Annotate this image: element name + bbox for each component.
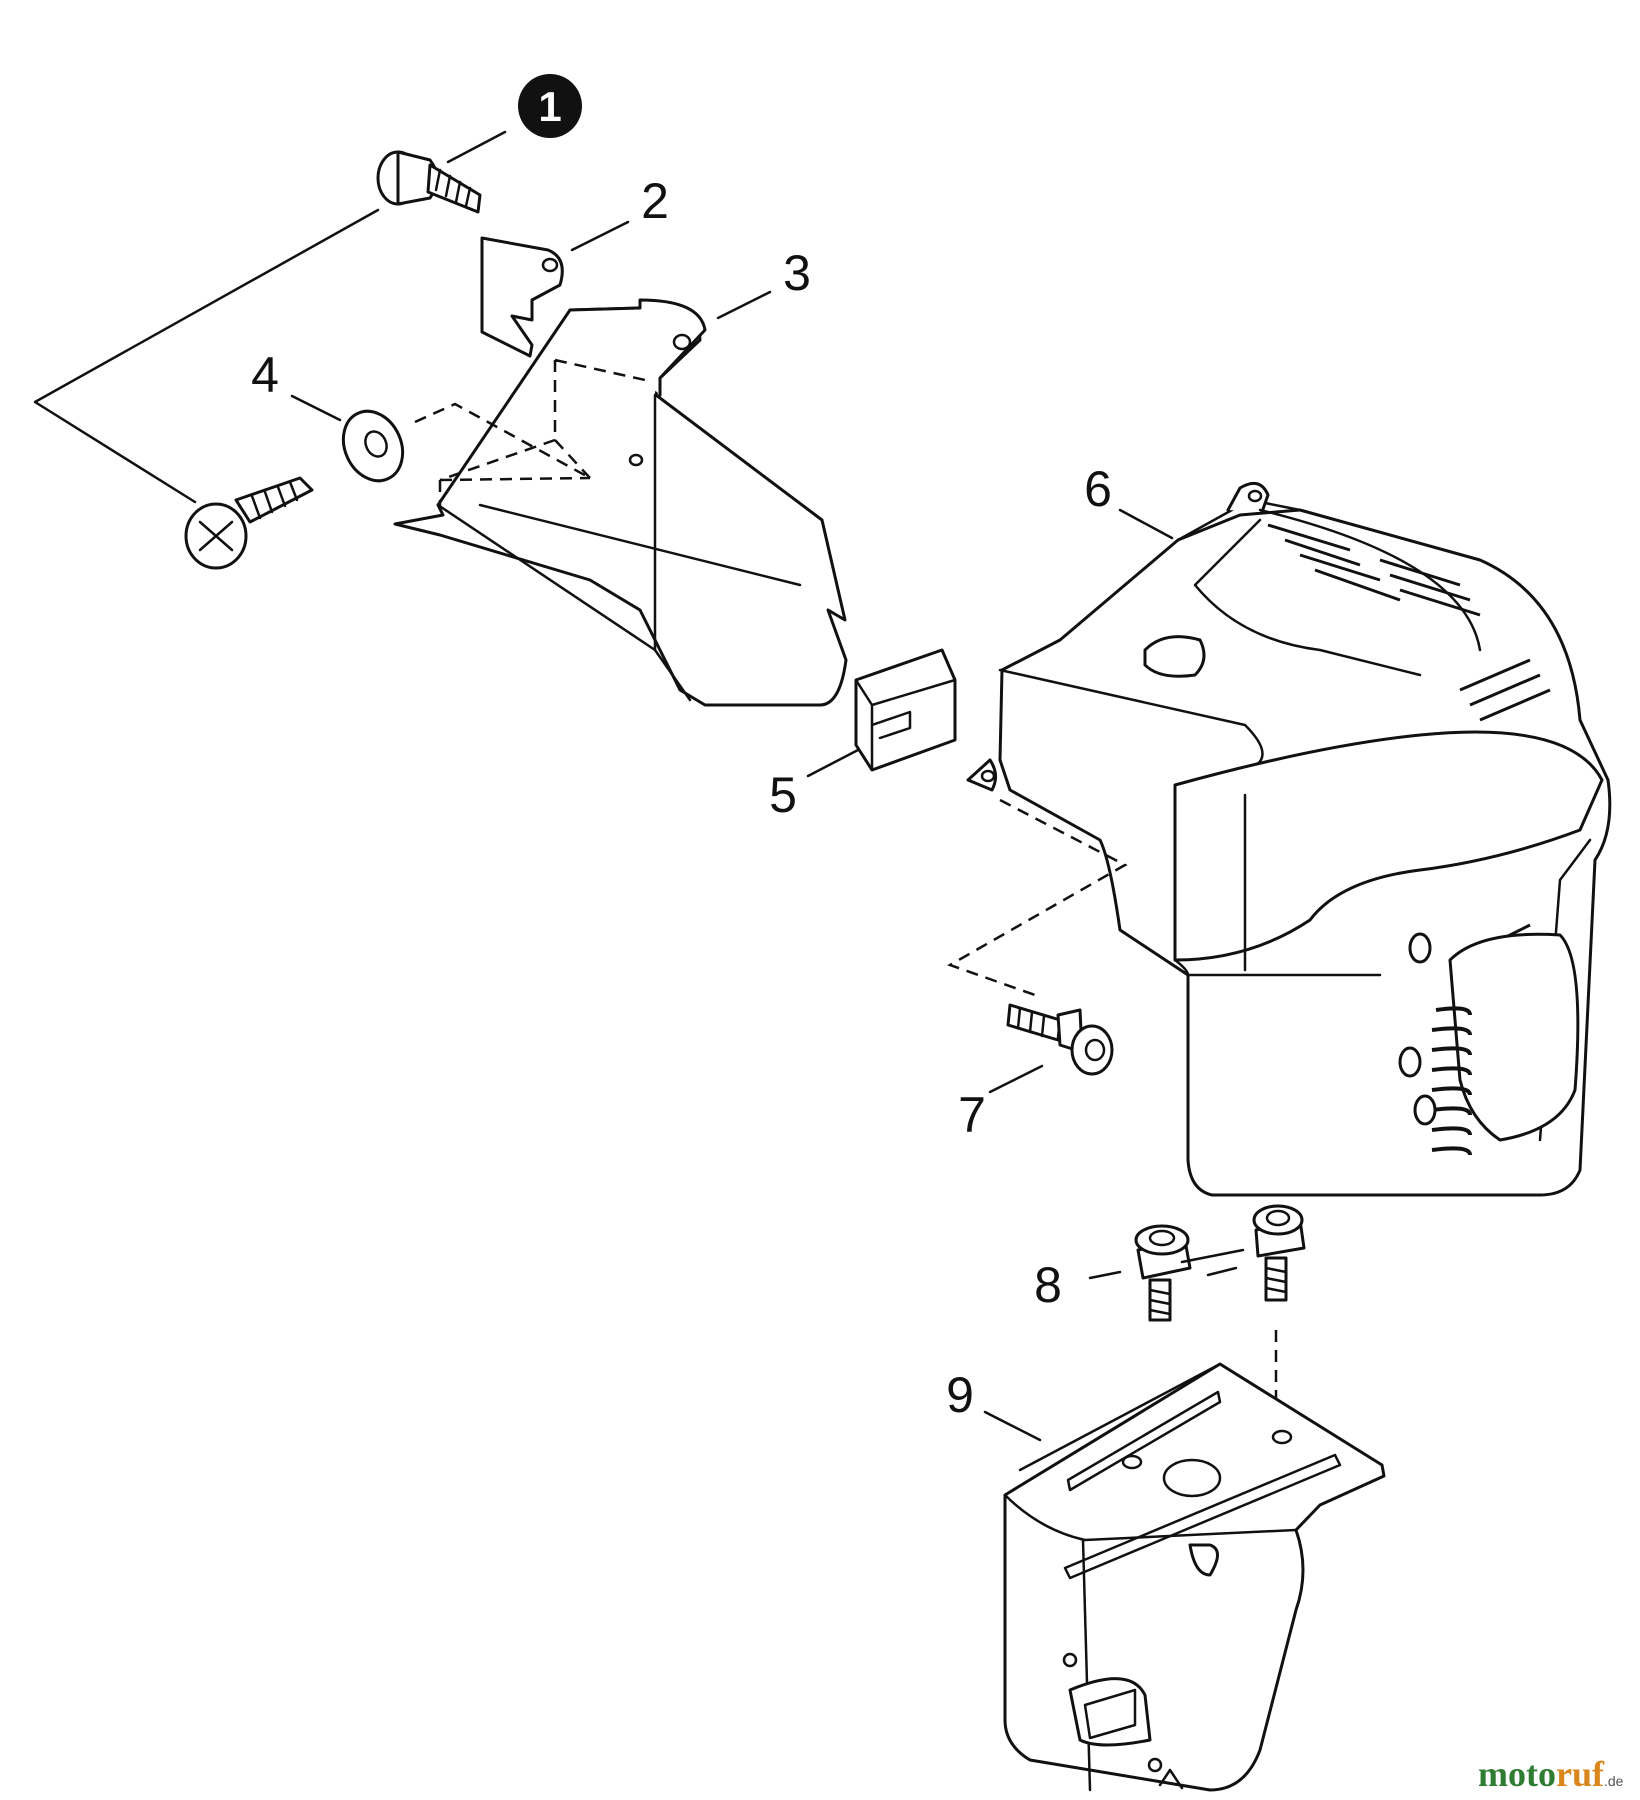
callout-8: 8 — [1034, 1248, 1245, 1313]
callout-1-number: 1 — [538, 83, 561, 130]
part-5-rubber-block — [854, 648, 957, 772]
callout-2-number: 2 — [641, 173, 669, 229]
part-2-bracket — [480, 236, 564, 358]
watermark-suffix: .de — [1604, 1773, 1624, 1789]
part-1-screw-lower — [184, 476, 314, 570]
part-1-screw-top — [376, 150, 482, 214]
callout-7-number: 7 — [958, 1087, 986, 1143]
callout-3: 3 — [716, 245, 811, 320]
callout-7: 7 — [958, 1064, 1044, 1143]
callout-4-number: 4 — [251, 347, 279, 403]
watermark-logo: motoruf.de — [1478, 1754, 1624, 1794]
callout-6: 6 — [1084, 461, 1174, 540]
part-6-engine-cover — [966, 481, 1612, 1197]
watermark-part1: moto — [1478, 1754, 1556, 1794]
callout-3-number: 3 — [783, 245, 811, 301]
callout-1: 1 — [446, 74, 582, 164]
callout-9-number: 9 — [946, 1367, 974, 1423]
leader-screw-group — [33, 208, 380, 504]
callout-2: 2 — [570, 173, 669, 252]
callout-5-number: 5 — [769, 767, 797, 823]
part-8-bolt-right — [1252, 1204, 1306, 1302]
part-9-muffler-cover — [1003, 1362, 1386, 1792]
part-7-bolt — [1006, 1003, 1114, 1076]
part-8-bolt-left — [1134, 1224, 1192, 1322]
callout-6-number: 6 — [1084, 461, 1112, 517]
callout-4: 4 — [251, 347, 342, 422]
part-4-washer — [341, 409, 405, 483]
watermark-part2: ruf — [1556, 1754, 1605, 1794]
callout-8-number: 8 — [1034, 1257, 1062, 1313]
callout-5: 5 — [769, 748, 860, 823]
part-3-heat-shield — [393, 298, 848, 707]
dashed-guide-6 — [947, 798, 1128, 997]
svg-text:motoruf.de: motoruf.de — [1478, 1754, 1624, 1794]
callout-9: 9 — [946, 1367, 1042, 1442]
